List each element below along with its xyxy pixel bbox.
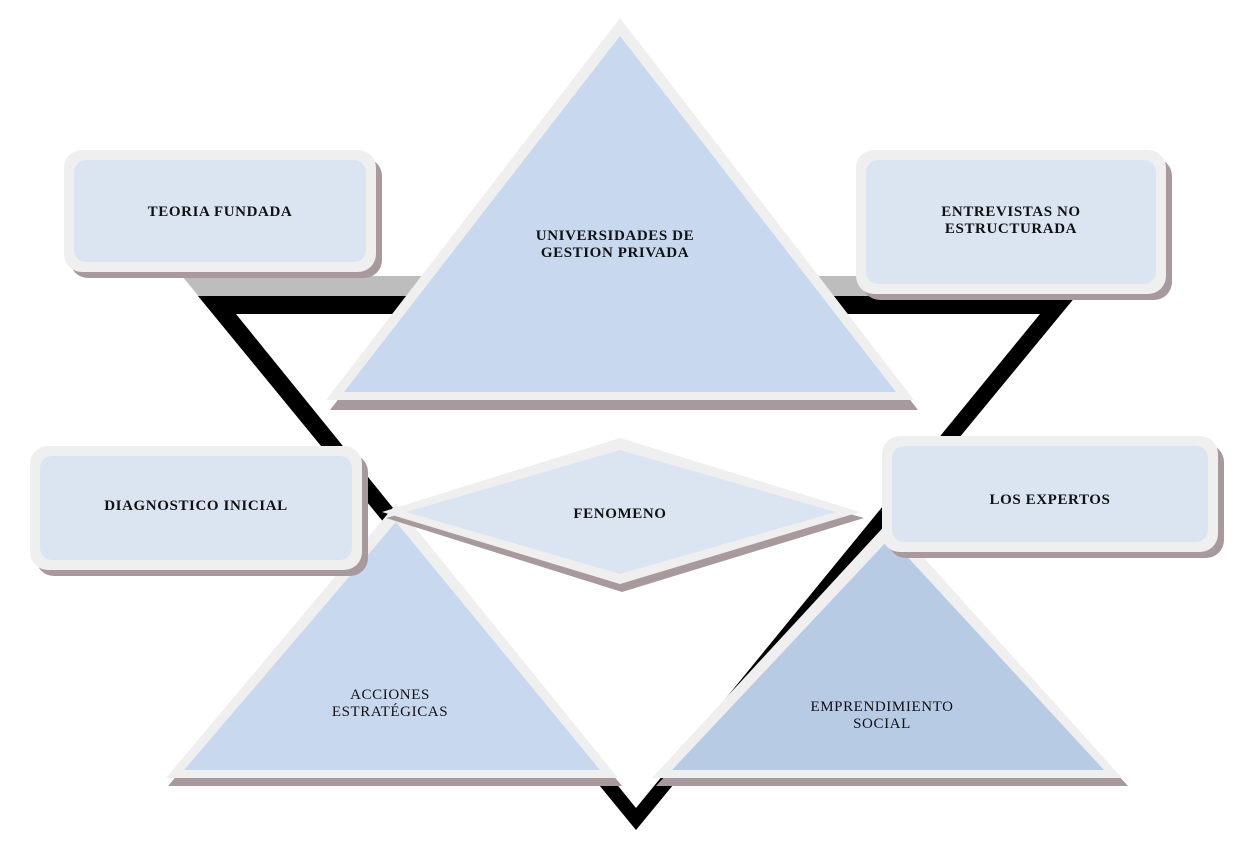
label-emprendimiento: EMPRENDIMIENTO SOCIAL	[810, 699, 954, 732]
box-teoria	[64, 150, 382, 278]
label-entrevistas: ENTREVISTAS NO ESTRUCTURADA	[941, 204, 1081, 237]
box-entrevistas-fill	[866, 160, 1156, 284]
triangle-acciones-fill	[184, 522, 600, 770]
diamond-fenomeno-fill	[406, 450, 836, 574]
triangle-acciones	[166, 504, 622, 786]
box-diagnostico	[30, 446, 368, 576]
box-expertos	[882, 436, 1224, 558]
diamond-fenomeno	[382, 438, 864, 592]
box-teoria-fill	[74, 160, 366, 262]
triangle-emprendimiento	[652, 520, 1128, 786]
box-diagnostico-fill	[40, 456, 352, 560]
label-teoria-fundada: TEORIA FUNDADA	[147, 204, 293, 220]
label-expertos: LOS EXPERTOS	[989, 492, 1111, 508]
triangle-universidades	[326, 18, 918, 410]
box-expertos-fill	[892, 446, 1208, 542]
label-acciones: ACCIONES ESTRATÉGICAS	[331, 687, 449, 720]
label-universidades: UNIVERSIDADES DE GESTION PRIVADA	[535, 228, 695, 261]
label-fenomeno: FENOMENO	[573, 506, 667, 522]
triangle-emprendimiento-fill	[672, 538, 1104, 770]
label-diagnostico: DIAGNOSTICO INICIAL	[104, 498, 288, 514]
triangle-universidades-fill	[344, 36, 896, 392]
box-entrevistas	[856, 150, 1172, 300]
